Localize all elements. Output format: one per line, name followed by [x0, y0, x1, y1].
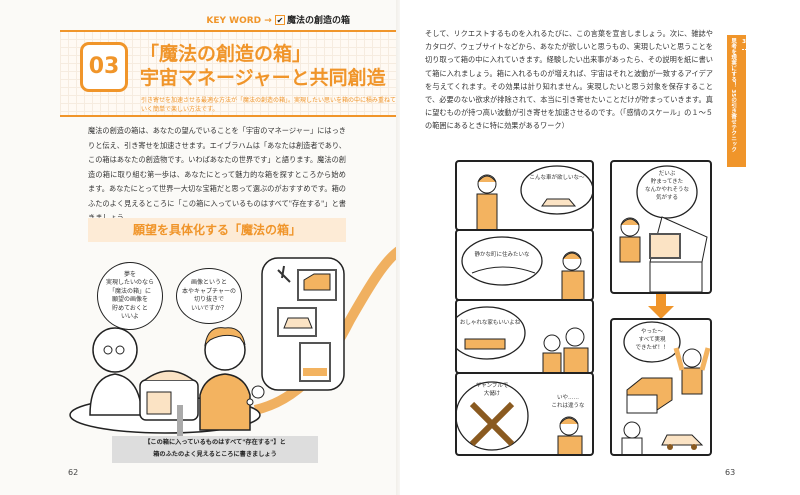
panel-1-text: こんな車が欲しいな〜 [529, 175, 585, 181]
panel-4-speech-text: いや…… これは違うな [551, 395, 585, 409]
chapter-number: 03 [80, 42, 128, 92]
comic-panel-1: こんな車が欲しいな〜 [455, 160, 594, 231]
man-reading-car-thought [476, 165, 592, 229]
check-icon: ✔ [274, 15, 285, 25]
panel-6-text: やった〜 すべて実現 できたぜ！！ [635, 329, 669, 351]
tab-label: 思考を現実にする！ 35の引き寄せテクニック [730, 38, 737, 153]
tab-number: 3 [742, 38, 746, 50]
body-text-right: そして、リクエストするものを入れるたびに、この言葉を宣言しましょう。次に、雑誌や… [425, 29, 713, 131]
right-page: そして、リクエストするものを入れるたびに、この言葉を宣言しましょう。次に、雑誌や… [400, 0, 800, 495]
page-title: 「魔法の創造の箱」 宇宙マネージャーと共同創造 [140, 42, 386, 90]
comic-panel-5: だいぶ 貯まってきた なんかやれそうな 気がする [610, 160, 712, 294]
title-line-2: 宇宙マネージャーと共同創造 [140, 67, 386, 89]
keyword-line: KEY WORD → ✔魔法の創造の箱 [206, 13, 350, 26]
chapter-tab: 3 思考を現実にする！ 35の引き寄せテクニック [727, 35, 746, 167]
page-number-left: 62 [68, 468, 79, 477]
man-town-thought [461, 236, 585, 299]
page-number-right: 63 [725, 468, 736, 477]
caption-line-1: 【この箱に入っているものはすべて"存在する"】と [144, 439, 286, 446]
divider-bottom [60, 115, 400, 117]
section-heading: 願望を具体化する「魔法の箱」 [88, 218, 346, 242]
man-with-box-scene [619, 165, 708, 292]
speech-bubble-man: 画像というと 本やキャプチャーの 切り抜きで いいですか？ [176, 268, 242, 324]
down-arrow-icon [648, 294, 674, 319]
panel-3-text: おしゃれな家もいいよね [459, 320, 521, 326]
panel-5-text: だいぶ 貯まってきた なんかやれそうな 気がする [644, 171, 689, 201]
divider-top [60, 30, 400, 32]
couple-house-thought [457, 306, 589, 372]
left-page: KEY WORD → ✔魔法の創造の箱 03 「魔法の創造の箱」 宇宙マネージャ… [60, 13, 403, 477]
illustration-caption: 【この箱に入っているものはすべて"存在する"】と 箱のふたのよく見えるところに書… [112, 436, 318, 463]
comic-panel-6: やった〜 すべて実現 できたぜ！！ [610, 318, 712, 456]
body-text: 魔法の創造の箱は、あなたの望んでいることを「宇宙のマネージャー」にはっきりと伝え… [88, 126, 346, 222]
title-line-1: 「魔法の創造の箱」 [140, 43, 312, 65]
speech-bubble-mentor: 夢を 実現したいのなら 「魔法の箱」に 願望の画像を 貯めておくと いいよ [97, 262, 163, 330]
panel-2-text: 静かな町に住みたいな [474, 252, 530, 258]
comic-panel-4: ギャンブルで 大儲け いや…… これは違うな [455, 372, 594, 456]
illustration-mentor-scene [69, 245, 403, 436]
success-scene [621, 321, 710, 454]
comic-panel-2: 静かな町に住みたいな [455, 229, 594, 301]
gambling-rejected-thought [457, 381, 583, 454]
panel-4-thought-text: ギャンブルで 大儲け [475, 383, 509, 397]
subtitle: 引き寄せを加速させる最適な方法が「魔法の創造の箱」。実現したい思いを箱の中に積み… [141, 97, 397, 113]
comic-panel-3: おしゃれな家もいいよね [455, 299, 594, 374]
caption-line-2: 箱のふたのよく見えるところに書きましょう [153, 451, 277, 458]
keyword: 魔法の創造の箱 [286, 16, 350, 26]
keyword-label: KEY WORD → [206, 16, 272, 26]
